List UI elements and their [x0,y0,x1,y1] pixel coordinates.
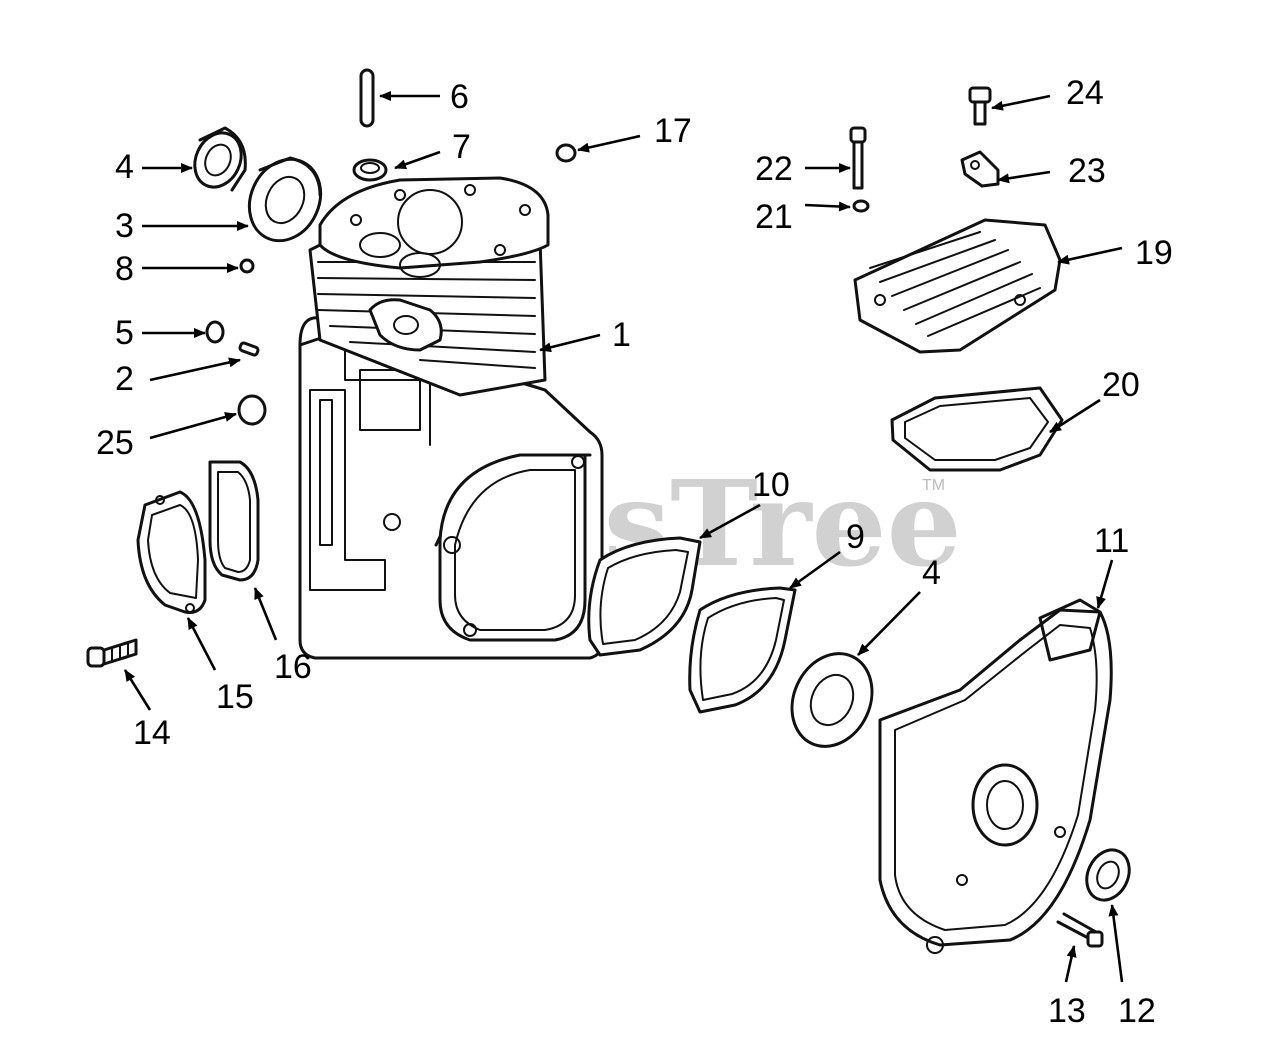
part-5-plug[interactable] [205,320,225,344]
part-16-gasket[interactable] [208,460,260,582]
part-7-ring[interactable] [352,158,388,182]
callout-4-lower: 4 [922,554,941,592]
part-22-bolt[interactable] [849,126,867,190]
part-3-bearing[interactable] [236,148,333,253]
leader-19 [1057,246,1123,265]
callout-9: 9 [846,518,865,556]
callout-7: 7 [452,128,471,166]
callout-17: 17 [654,112,692,150]
part-15-cover[interactable] [136,490,207,614]
leader-17 [577,134,641,153]
callout-19: 19 [1135,234,1173,272]
part-8-plug[interactable] [239,258,255,274]
leader-1 [539,333,601,353]
leader-2 [149,357,241,382]
leader-10 [699,503,761,540]
callout-2: 2 [115,360,134,398]
part-12-seal[interactable] [1079,843,1137,907]
part-10-gasket[interactable] [587,536,702,657]
callout-21: 21 [755,198,793,236]
leader-14 [123,669,152,711]
watermark-tm: TM [922,477,945,494]
part-25-plug[interactable] [237,394,267,426]
callout-14: 14 [133,714,171,752]
part-24-screw[interactable] [968,86,992,126]
part-4-oil-seal-upper[interactable] [186,125,250,194]
callout-labels: 1 2 3 4 4 5 6 7 8 9 10 11 12 13 14 15 16… [96,74,1173,1030]
part-6-pin[interactable] [359,68,375,128]
callout-1: 1 [612,316,631,354]
part-14-screw[interactable] [86,638,138,668]
leader-9 [789,550,841,590]
part-1-crankcase[interactable] [298,176,604,660]
callout-11: 11 [1094,522,1129,560]
callout-23: 23 [1068,152,1106,190]
part-2-dowel[interactable] [238,341,260,357]
leader-11 [1096,559,1114,609]
leader-16 [253,587,278,641]
part-17-plug[interactable] [555,143,577,163]
leader-4b [857,591,921,656]
leader-24 [991,94,1051,111]
callout-22: 22 [755,150,793,188]
leader-25 [149,412,237,440]
part-9-gasket[interactable] [688,586,797,714]
leader-lines [123,91,1124,983]
part-21-washer[interactable] [852,199,870,213]
callout-12: 12 [1118,992,1156,1030]
leader-23 [997,170,1051,184]
callout-3: 3 [115,207,134,245]
callout-15: 15 [216,678,254,716]
part-20-head-gasket[interactable] [890,386,1064,472]
part-11-cover[interactable] [878,598,1113,954]
callout-10: 10 [752,466,790,504]
callout-5: 5 [115,314,134,352]
callout-16: 16 [274,648,312,686]
callout-24: 24 [1066,74,1104,112]
callout-20: 20 [1102,366,1140,404]
leader-21 [804,201,851,212]
part-19-cylinder-head[interactable] [853,218,1062,354]
leader-20 [1049,398,1101,434]
callout-4-upper: 4 [115,148,134,186]
leader-7 [394,150,441,170]
part-4-bearing-lower[interactable] [777,640,886,759]
callout-13: 13 [1048,992,1086,1030]
leader-12 [1108,904,1124,983]
callout-8: 8 [115,250,134,288]
leader-15 [186,617,217,671]
callout-25: 25 [96,424,134,462]
callout-6: 6 [450,78,469,116]
leader-13 [1064,945,1077,983]
part-13-screw[interactable] [1056,912,1104,948]
part-23-bracket[interactable] [960,150,1000,188]
